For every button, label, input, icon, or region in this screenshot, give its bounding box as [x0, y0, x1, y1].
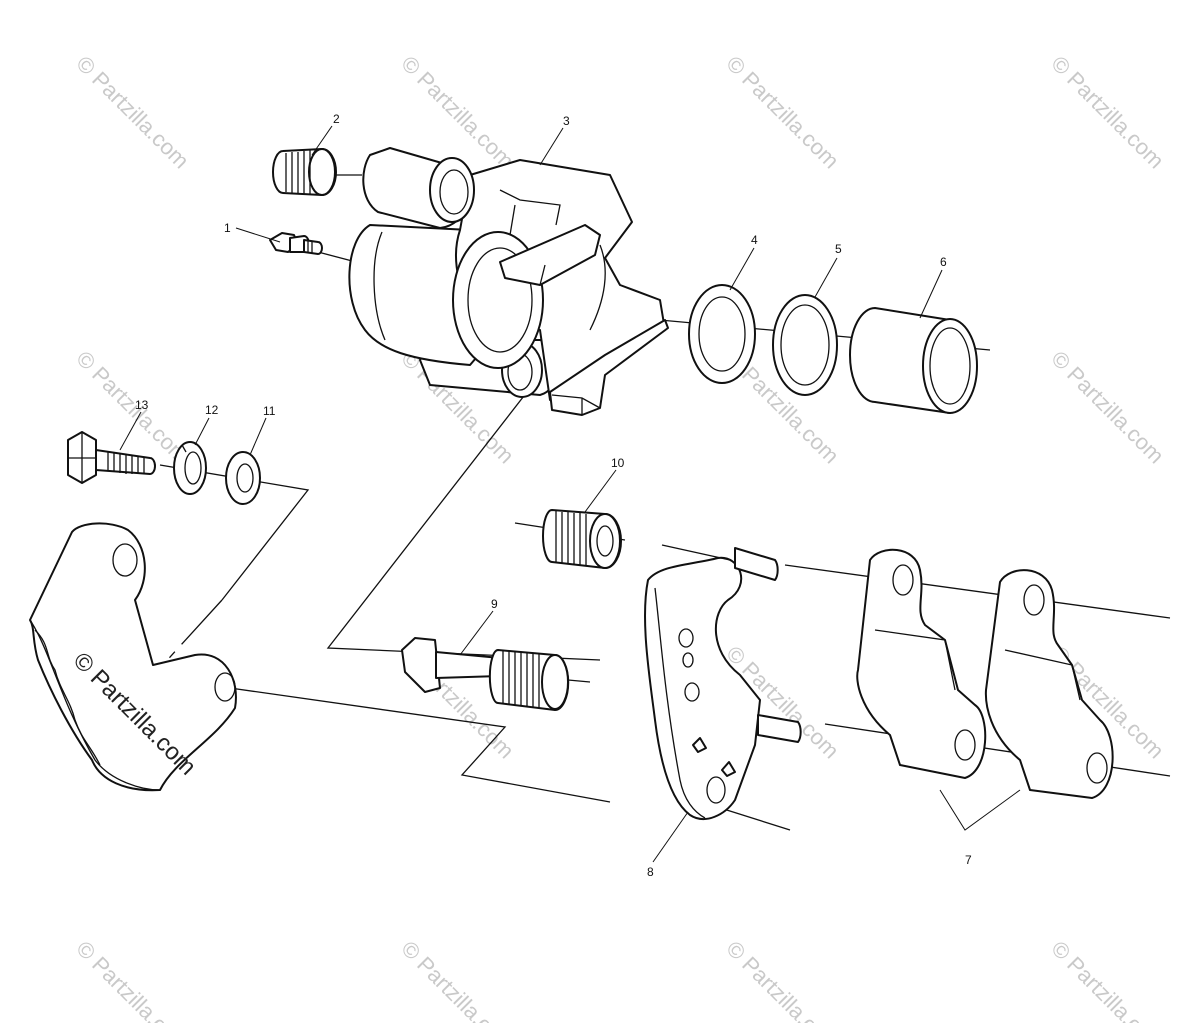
caliper-body-icon: [348, 147, 669, 416]
callout-7: 7: [965, 853, 972, 867]
brake-pad-icon: [856, 548, 987, 779]
callout-11: 11: [263, 404, 276, 418]
callout-12: 12: [205, 403, 219, 417]
brake-pad-icon: [984, 569, 1114, 799]
watermark: © Partzilla.com: [71, 51, 194, 174]
pad-retainer-plate-icon: [644, 544, 802, 820]
callout-5: 5: [835, 242, 842, 256]
watermark: © Partzilla.com: [721, 936, 844, 1023]
watermark: © Partzilla.com: [1046, 936, 1169, 1023]
callout-6: 6: [940, 255, 947, 269]
callout-9: 9: [491, 597, 498, 611]
watermark: © Partzilla.com: [1046, 51, 1169, 174]
watermark: © Partzilla.com: [721, 51, 844, 174]
watermark: © Partzilla.com: [71, 936, 194, 1023]
bleeder-screw-icon: [269, 232, 323, 255]
callout-3: 3: [563, 114, 570, 128]
lock-washer-icon: [173, 441, 207, 495]
watermark: © Partzilla.com: [1046, 346, 1169, 469]
flat-washer-icon: [225, 451, 261, 505]
threaded-plug-icon: [272, 148, 337, 196]
seal-ring-icon: [688, 284, 756, 384]
piston-icon: [849, 307, 978, 414]
mounting-bracket-icon: [29, 522, 237, 792]
callout-1: 1: [224, 221, 231, 235]
callout-10: 10: [611, 456, 625, 470]
hex-bolt-icon: [67, 431, 156, 484]
slide-pin-icon: [401, 637, 570, 711]
callout-13: 13: [135, 398, 149, 412]
leader-lines: [119, 125, 1021, 863]
threaded-bushing-icon: [542, 509, 622, 569]
callout-2: 2: [333, 112, 340, 126]
seal-ring-icon: [772, 294, 838, 396]
watermark: © Partzilla.com: [396, 936, 519, 1023]
callout-4: 4: [751, 233, 758, 247]
callout-labels: 1 2 3 4 5 6 7 8 9 10 11 12 13: [135, 112, 972, 879]
callout-8: 8: [647, 865, 654, 879]
